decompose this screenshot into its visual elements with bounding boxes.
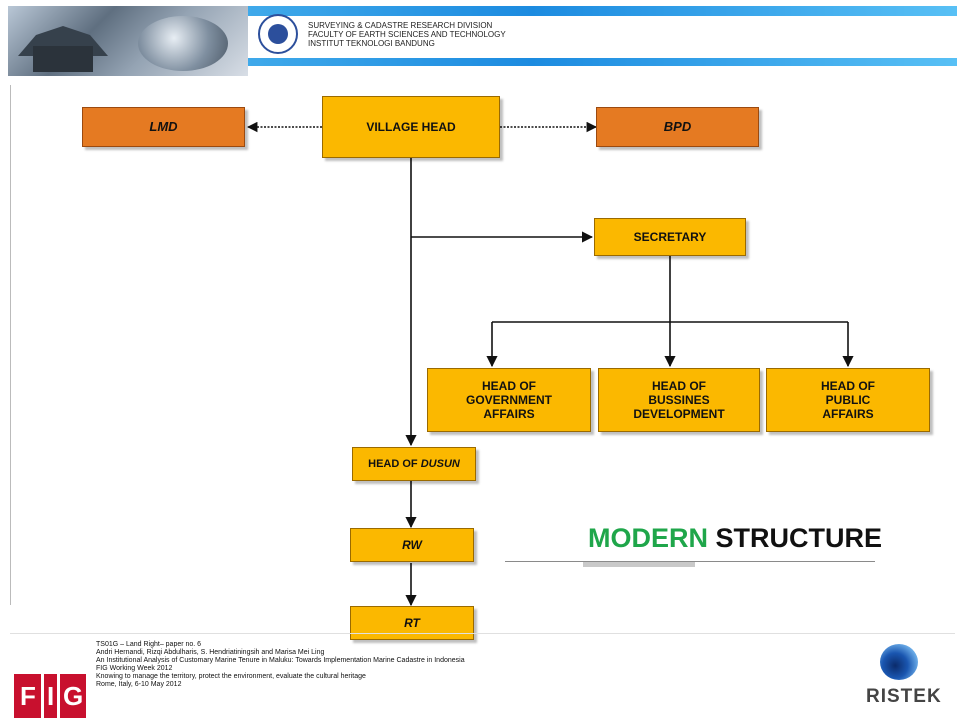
bpd-box: BPD <box>596 107 759 147</box>
gov-affairs-line: HEAD OF <box>482 379 536 393</box>
title-word-modern: MODERN <box>588 523 708 553</box>
public-affairs-line: PUBLIC <box>825 393 871 407</box>
fig-logo: F I G <box>14 674 86 718</box>
citation-line: Knowing to manage the territory, protect… <box>96 673 366 680</box>
footer-citation: TS01G – Land Right– paper no. 6 Andri He… <box>96 641 465 689</box>
institution-line: FACULTY OF EARTH SCIENCES AND TECHNOLOGY <box>308 30 506 39</box>
header: SURVEYING & CADASTRE RESEARCH DIVISION F… <box>0 0 957 95</box>
bussines-dev-line: BUSSINES <box>648 393 710 407</box>
bussines-dev-box: HEAD OF BUSSINES DEVELOPMENT <box>598 368 760 432</box>
left-margin-line <box>10 85 11 605</box>
fig-logo-separator <box>57 674 60 718</box>
gov-affairs-line: AFFAIRS <box>483 407 535 421</box>
village-head-label: VILLAGE HEAD <box>366 120 456 134</box>
institution-line: SURVEYING & CADASTRE RESEARCH DIVISION <box>308 21 493 30</box>
head-of-dusun-box: HEAD OF DUSUN <box>352 447 476 481</box>
secretary-box: SECRETARY <box>594 218 746 256</box>
head-of-dusun-prefix: HEAD OF <box>368 458 418 470</box>
head-of-dusun-label: HEAD OF DUSUN <box>368 457 460 471</box>
head-of-dusun-italic: DUSUN <box>420 458 460 470</box>
public-affairs-line: HEAD OF <box>821 379 875 393</box>
footer-divider <box>10 633 955 634</box>
lmd-box: LMD <box>82 107 245 147</box>
fig-logo-separator <box>41 674 44 718</box>
header-photo <box>8 6 248 76</box>
itb-seal-logo <box>258 14 298 54</box>
rw-label: RW <box>402 538 422 552</box>
ristek-logo: RISTEK <box>862 640 952 720</box>
bussines-dev-line: DEVELOPMENT <box>633 407 725 421</box>
rt-box: RT <box>350 606 474 640</box>
institution-line: INSTITUT TEKNOLOGI BANDUNG <box>308 39 435 48</box>
header-white-strip <box>248 16 957 58</box>
citation-line: An Institutional Analysis of Customary M… <box>96 657 465 664</box>
public-affairs-box: HEAD OF PUBLIC AFFAIRS <box>766 368 930 432</box>
globe-graphic <box>138 16 228 71</box>
rt-label: RT <box>404 616 420 630</box>
title-underline <box>505 561 875 562</box>
title-underline-accent <box>583 562 695 567</box>
citation-line: FIG Working Week 2012 <box>96 665 173 672</box>
lmd-label: LMD <box>149 119 178 134</box>
ristek-wordmark: RISTEK <box>866 686 942 707</box>
ristek-swirl-icon <box>880 644 918 680</box>
fig-logo-letter: I <box>47 681 55 711</box>
citation-line: TS01G – Land Right– paper no. 6 <box>96 641 202 648</box>
title-word-structure: STRUCTURE <box>715 523 883 553</box>
fig-logo-letter: G <box>63 681 84 711</box>
village-head-box: VILLAGE HEAD <box>322 96 500 158</box>
citation-line: Rome, Italy, 6-10 May 2012 <box>96 681 182 688</box>
bussines-dev-line: HEAD OF <box>652 379 706 393</box>
bpd-label: BPD <box>663 119 692 134</box>
fig-logo-letter: F <box>20 681 36 711</box>
public-affairs-line: AFFAIRS <box>822 407 874 421</box>
slide-title: MODERN STRUCTURE <box>588 523 882 554</box>
institution-text: SURVEYING & CADASTRE RESEARCH DIVISION F… <box>308 21 506 48</box>
citation-line: Andri Hernandi, Rizqi Abdulharis, S. Hen… <box>96 649 325 656</box>
building-body-graphic <box>33 46 93 72</box>
rw-box: RW <box>350 528 474 562</box>
gov-affairs-box: HEAD OF GOVERNMENT AFFAIRS <box>427 368 591 432</box>
gov-affairs-line: GOVERNMENT <box>465 393 552 407</box>
secretary-label: SECRETARY <box>633 230 707 244</box>
